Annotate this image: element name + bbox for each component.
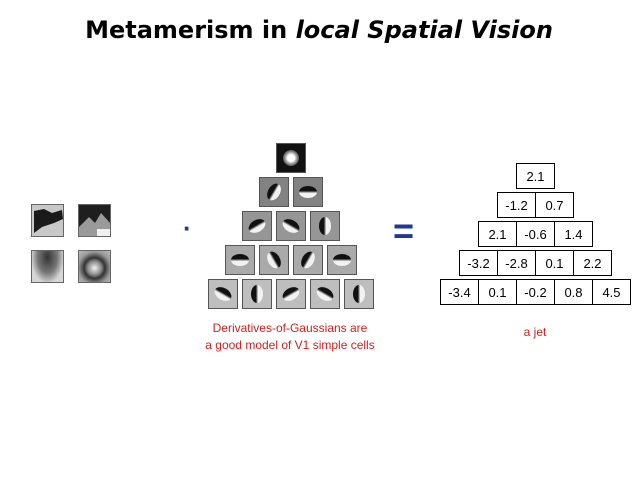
filters-caption-line-2: a good model of V1 simple cells <box>205 338 375 352</box>
filter-kernel <box>299 186 317 198</box>
filter-kernel <box>246 216 268 236</box>
derivative-filter <box>276 211 306 241</box>
dot-product-operator: · <box>183 213 192 243</box>
derivative-filter <box>293 245 323 275</box>
jet-coefficient-cell: 0.8 <box>554 279 593 305</box>
derivative-filter <box>310 279 340 309</box>
derivative-filter <box>259 245 289 275</box>
equals-operator: = <box>393 210 415 251</box>
derivative-filter <box>208 279 238 309</box>
jet-coefficient-cell: -1.2 <box>497 192 536 218</box>
jet-coefficient-cell: 2.1 <box>516 163 555 189</box>
jet-coefficient-cell: 2.2 <box>573 250 612 276</box>
jet-coefficient-cell: -0.6 <box>516 221 555 247</box>
jet-coefficient-cell: 2.1 <box>478 221 517 247</box>
gaussian-filter <box>276 143 306 173</box>
derivative-filter <box>327 245 357 275</box>
filter-kernel <box>353 285 365 303</box>
filter-kernel <box>251 285 263 303</box>
derivative-filter <box>242 279 272 309</box>
derivative-filter <box>310 211 340 241</box>
derivative-filter <box>293 177 323 207</box>
jet-caption: a jet <box>523 325 547 339</box>
jet-coefficient-cell: 0.1 <box>535 250 574 276</box>
jet-coefficient-cell: -0.2 <box>516 279 555 305</box>
derivative-filter <box>344 279 374 309</box>
slide-title: Metamerism in local Spatial Vision <box>0 16 638 44</box>
jet-coefficient-cell: -3.2 <box>459 250 498 276</box>
jet-coefficient-cell: 0.1 <box>478 279 517 305</box>
filter-kernel <box>280 284 302 304</box>
derivative-filter <box>242 211 272 241</box>
filters-caption-line-1: Derivatives-of-Gaussians are <box>212 321 368 335</box>
image-patch-3 <box>31 250 64 283</box>
title-part-2: local Spatial Vision <box>295 16 553 44</box>
jet-coefficient-cell: 0.7 <box>535 192 574 218</box>
jet-coefficient-cell: 4.5 <box>592 279 631 305</box>
filter-kernel <box>280 216 302 236</box>
image-patch-2 <box>78 204 111 237</box>
filter-kernel <box>298 249 318 271</box>
jet-coefficient-cell: -2.8 <box>497 250 536 276</box>
image-patch-1 <box>31 204 64 237</box>
image-patch-4 <box>78 250 111 283</box>
jet-coefficient-cell: 1.4 <box>554 221 593 247</box>
filter-kernel <box>231 254 249 266</box>
derivative-filter <box>225 245 255 275</box>
derivative-filter <box>259 177 289 207</box>
jet-coefficient-cell: -3.4 <box>440 279 479 305</box>
filter-kernel <box>264 181 284 203</box>
filter-kernel <box>319 217 331 235</box>
filter-kernel <box>333 254 351 266</box>
filters-caption: Derivatives-of-Gaussians are a good mode… <box>195 320 385 354</box>
filter-kernel <box>212 284 234 304</box>
filter-kernel <box>264 249 284 271</box>
title-part-1: Metamerism in <box>85 16 296 44</box>
derivative-filter <box>276 279 306 309</box>
filter-kernel <box>314 284 336 304</box>
